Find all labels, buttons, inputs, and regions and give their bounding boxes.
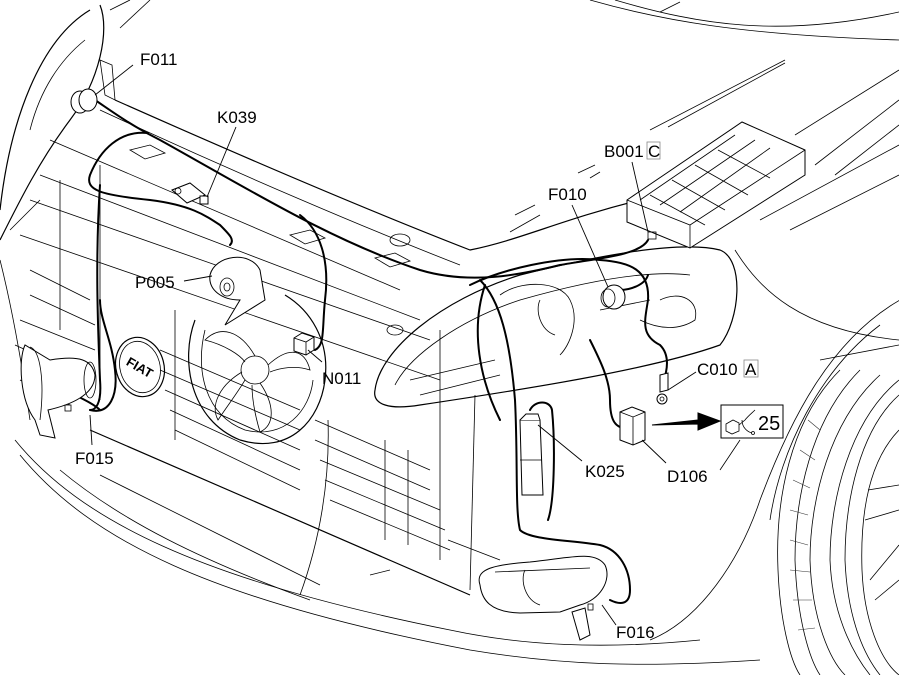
label-F016[interactable]: F016 [616, 623, 655, 642]
label-P005[interactable]: P005 [135, 273, 175, 292]
leader-lines [89, 64, 697, 626]
component-N011[interactable] [293, 332, 315, 356]
label-B001-suffix[interactable]: C [648, 142, 660, 161]
label-K025[interactable]: K025 [585, 462, 625, 481]
label-F015[interactable]: F015 [75, 449, 114, 468]
component-F011[interactable] [70, 59, 116, 114]
front-crossmember [14, 139, 501, 591]
label-F011[interactable]: F011 [140, 50, 178, 69]
reference-arrow [651, 412, 722, 431]
component-D106[interactable] [619, 406, 646, 446]
component-F016[interactable] [478, 555, 608, 641]
component-K039[interactable] [171, 182, 209, 205]
reference-number: 25 [758, 413, 780, 435]
fiat-badge: FIAT [114, 336, 166, 398]
component-F015[interactable] [20, 344, 97, 439]
right-headlamp [374, 246, 738, 408]
label-C010[interactable]: C010 [697, 360, 738, 379]
label-C010-suffix-box [743, 359, 759, 378]
component-P005[interactable] [209, 256, 266, 326]
label-F010[interactable]: F010 [548, 185, 587, 204]
label-B001-suffix-box [646, 141, 661, 160]
connector-wire-icon [725, 409, 756, 435]
component-C010[interactable] [656, 372, 669, 405]
car-body-outline [0, 0, 899, 665]
component-B001[interactable] [626, 121, 806, 249]
component-F010[interactable] [600, 284, 626, 310]
radiator-fan [188, 294, 327, 445]
reference-box[interactable]: 25 [720, 404, 784, 439]
label-N011[interactable]: N011 [322, 369, 361, 388]
label-C010-suffix[interactable]: A [745, 360, 757, 379]
front-right-wheel [777, 369, 899, 676]
label-B001[interactable]: B001 [604, 142, 644, 161]
wiring-harness [74, 99, 668, 604]
label-D106[interactable]: D106 [667, 467, 708, 486]
labels: F011 K039 B001 C F010 P005 N011 C010 A F… [75, 50, 759, 642]
brand-badge-text: FIAT [124, 354, 156, 381]
component-K025[interactable] [519, 413, 544, 496]
label-K039[interactable]: K039 [217, 108, 257, 127]
